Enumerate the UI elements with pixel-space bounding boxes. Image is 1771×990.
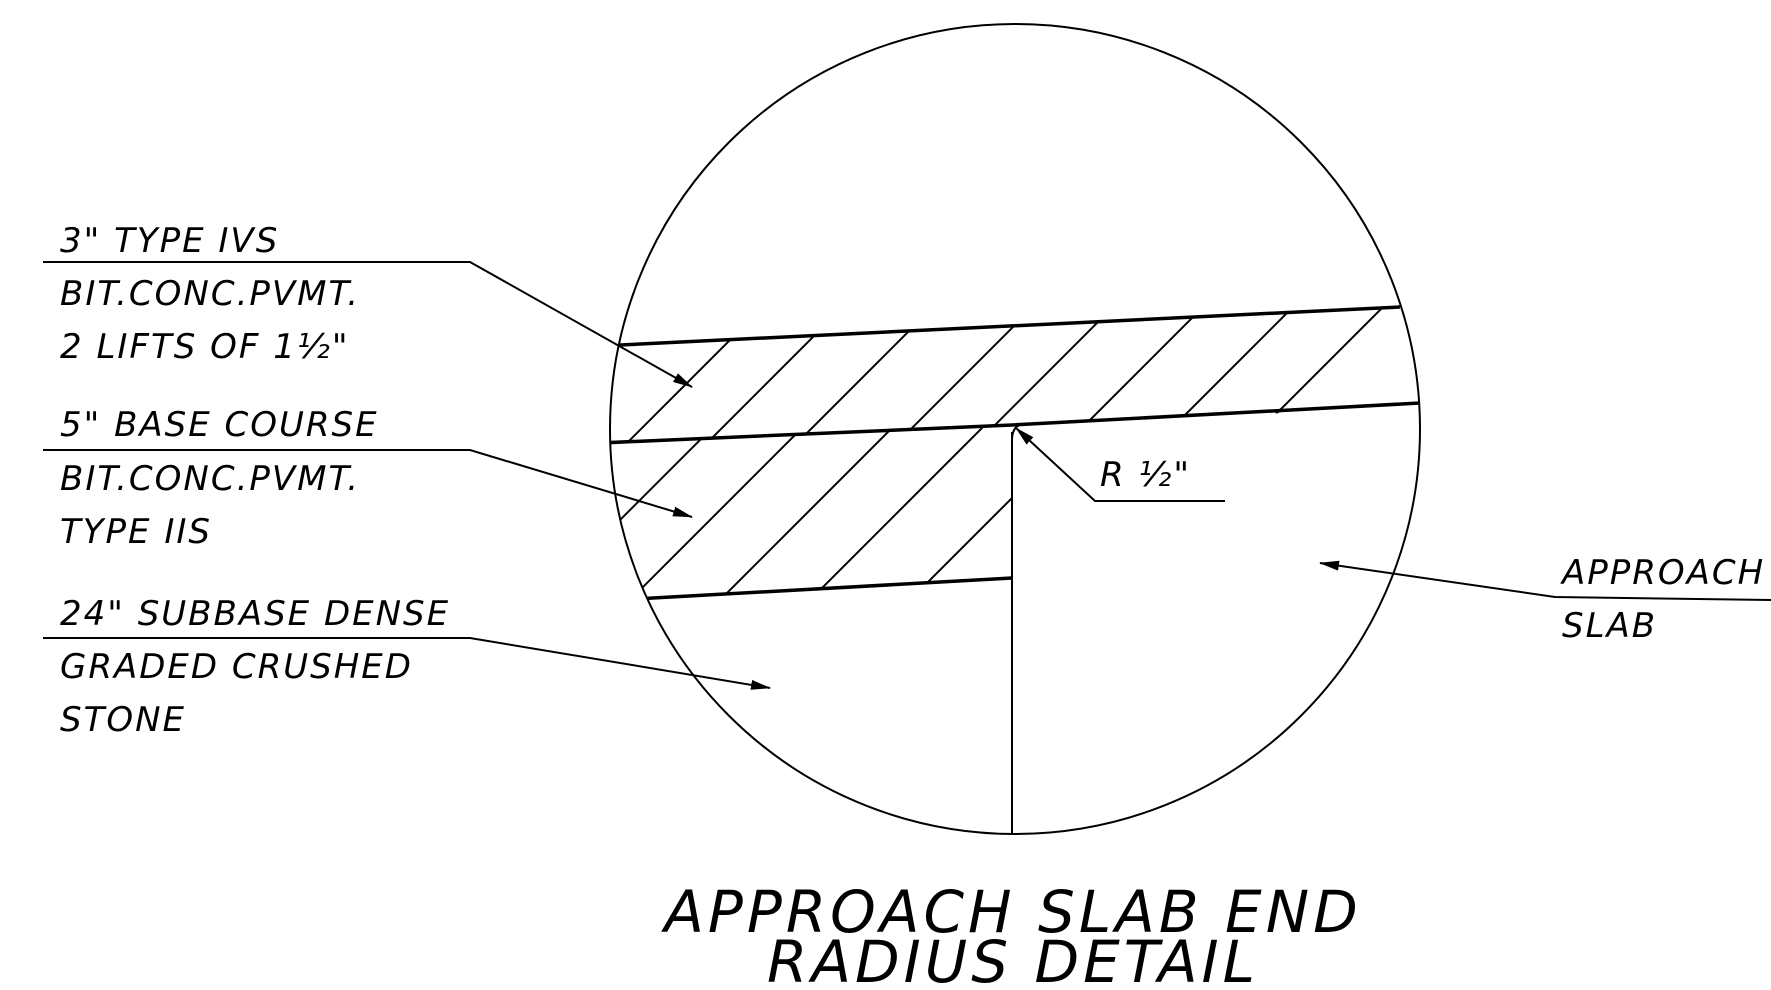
drawing-title-line2: RADIUS DETAIL	[767, 928, 1259, 990]
leader-pvmt-top	[43, 261, 693, 388]
label-base-course-line3: TYPE IIS	[60, 512, 212, 552]
top-layer-hatch	[610, 307, 1401, 443]
label-pvmt-top-line3: 2 LIFTS OF 1½"	[60, 327, 349, 367]
approach-slab-top-line	[1011, 401, 1420, 427]
detail-circle	[609, 23, 1421, 835]
base-course-bottom-line	[610, 576, 1013, 603]
label-base-course: 5" BASE COURSE BIT.CONC.PVMT. TYPE IIS	[60, 405, 379, 552]
label-pvmt-top-line2: BIT.CONC.PVMT.	[60, 274, 360, 314]
pavement-layer-interface	[610, 423, 1013, 445]
slab-corner-radius	[1011, 423, 1025, 441]
label-subbase-line3: STONE	[60, 700, 186, 740]
base-layer-hatch	[610, 425, 1012, 601]
label-approach-slab-line1: APPROACH	[1560, 553, 1765, 593]
leader-radius	[1015, 427, 1225, 502]
label-subbase-line2: GRADED CRUSHED	[60, 647, 413, 687]
label-approach-slab-line2: SLAB	[1562, 606, 1657, 646]
label-pvmt-top-line1: 3" TYPE IVS	[60, 221, 279, 261]
label-subbase-line1: 24" SUBBASE DENSE	[60, 594, 450, 634]
label-approach-slab: APPROACH SLAB	[1560, 553, 1765, 646]
leader-base-course	[43, 449, 693, 518]
pavement-top-line	[610, 305, 1401, 348]
label-radius: R ½"	[1100, 455, 1191, 495]
drawing-title: APPROACH SLAB END RADIUS DETAIL	[660, 878, 1362, 990]
label-pvmt-top: 3" TYPE IVS BIT.CONC.PVMT. 2 LIFTS OF 1½…	[60, 221, 360, 367]
leader-subbase	[43, 637, 771, 690]
leader-approach-slab	[1319, 560, 1771, 601]
pavement-layers	[610, 305, 1420, 834]
label-base-course-line2: BIT.CONC.PVMT.	[60, 459, 360, 499]
drawing-title-line1: APPROACH SLAB END	[660, 878, 1362, 946]
label-subbase: 24" SUBBASE DENSE GRADED CRUSHED STONE	[60, 594, 450, 740]
label-base-course-line1: 5" BASE COURSE	[60, 405, 379, 445]
